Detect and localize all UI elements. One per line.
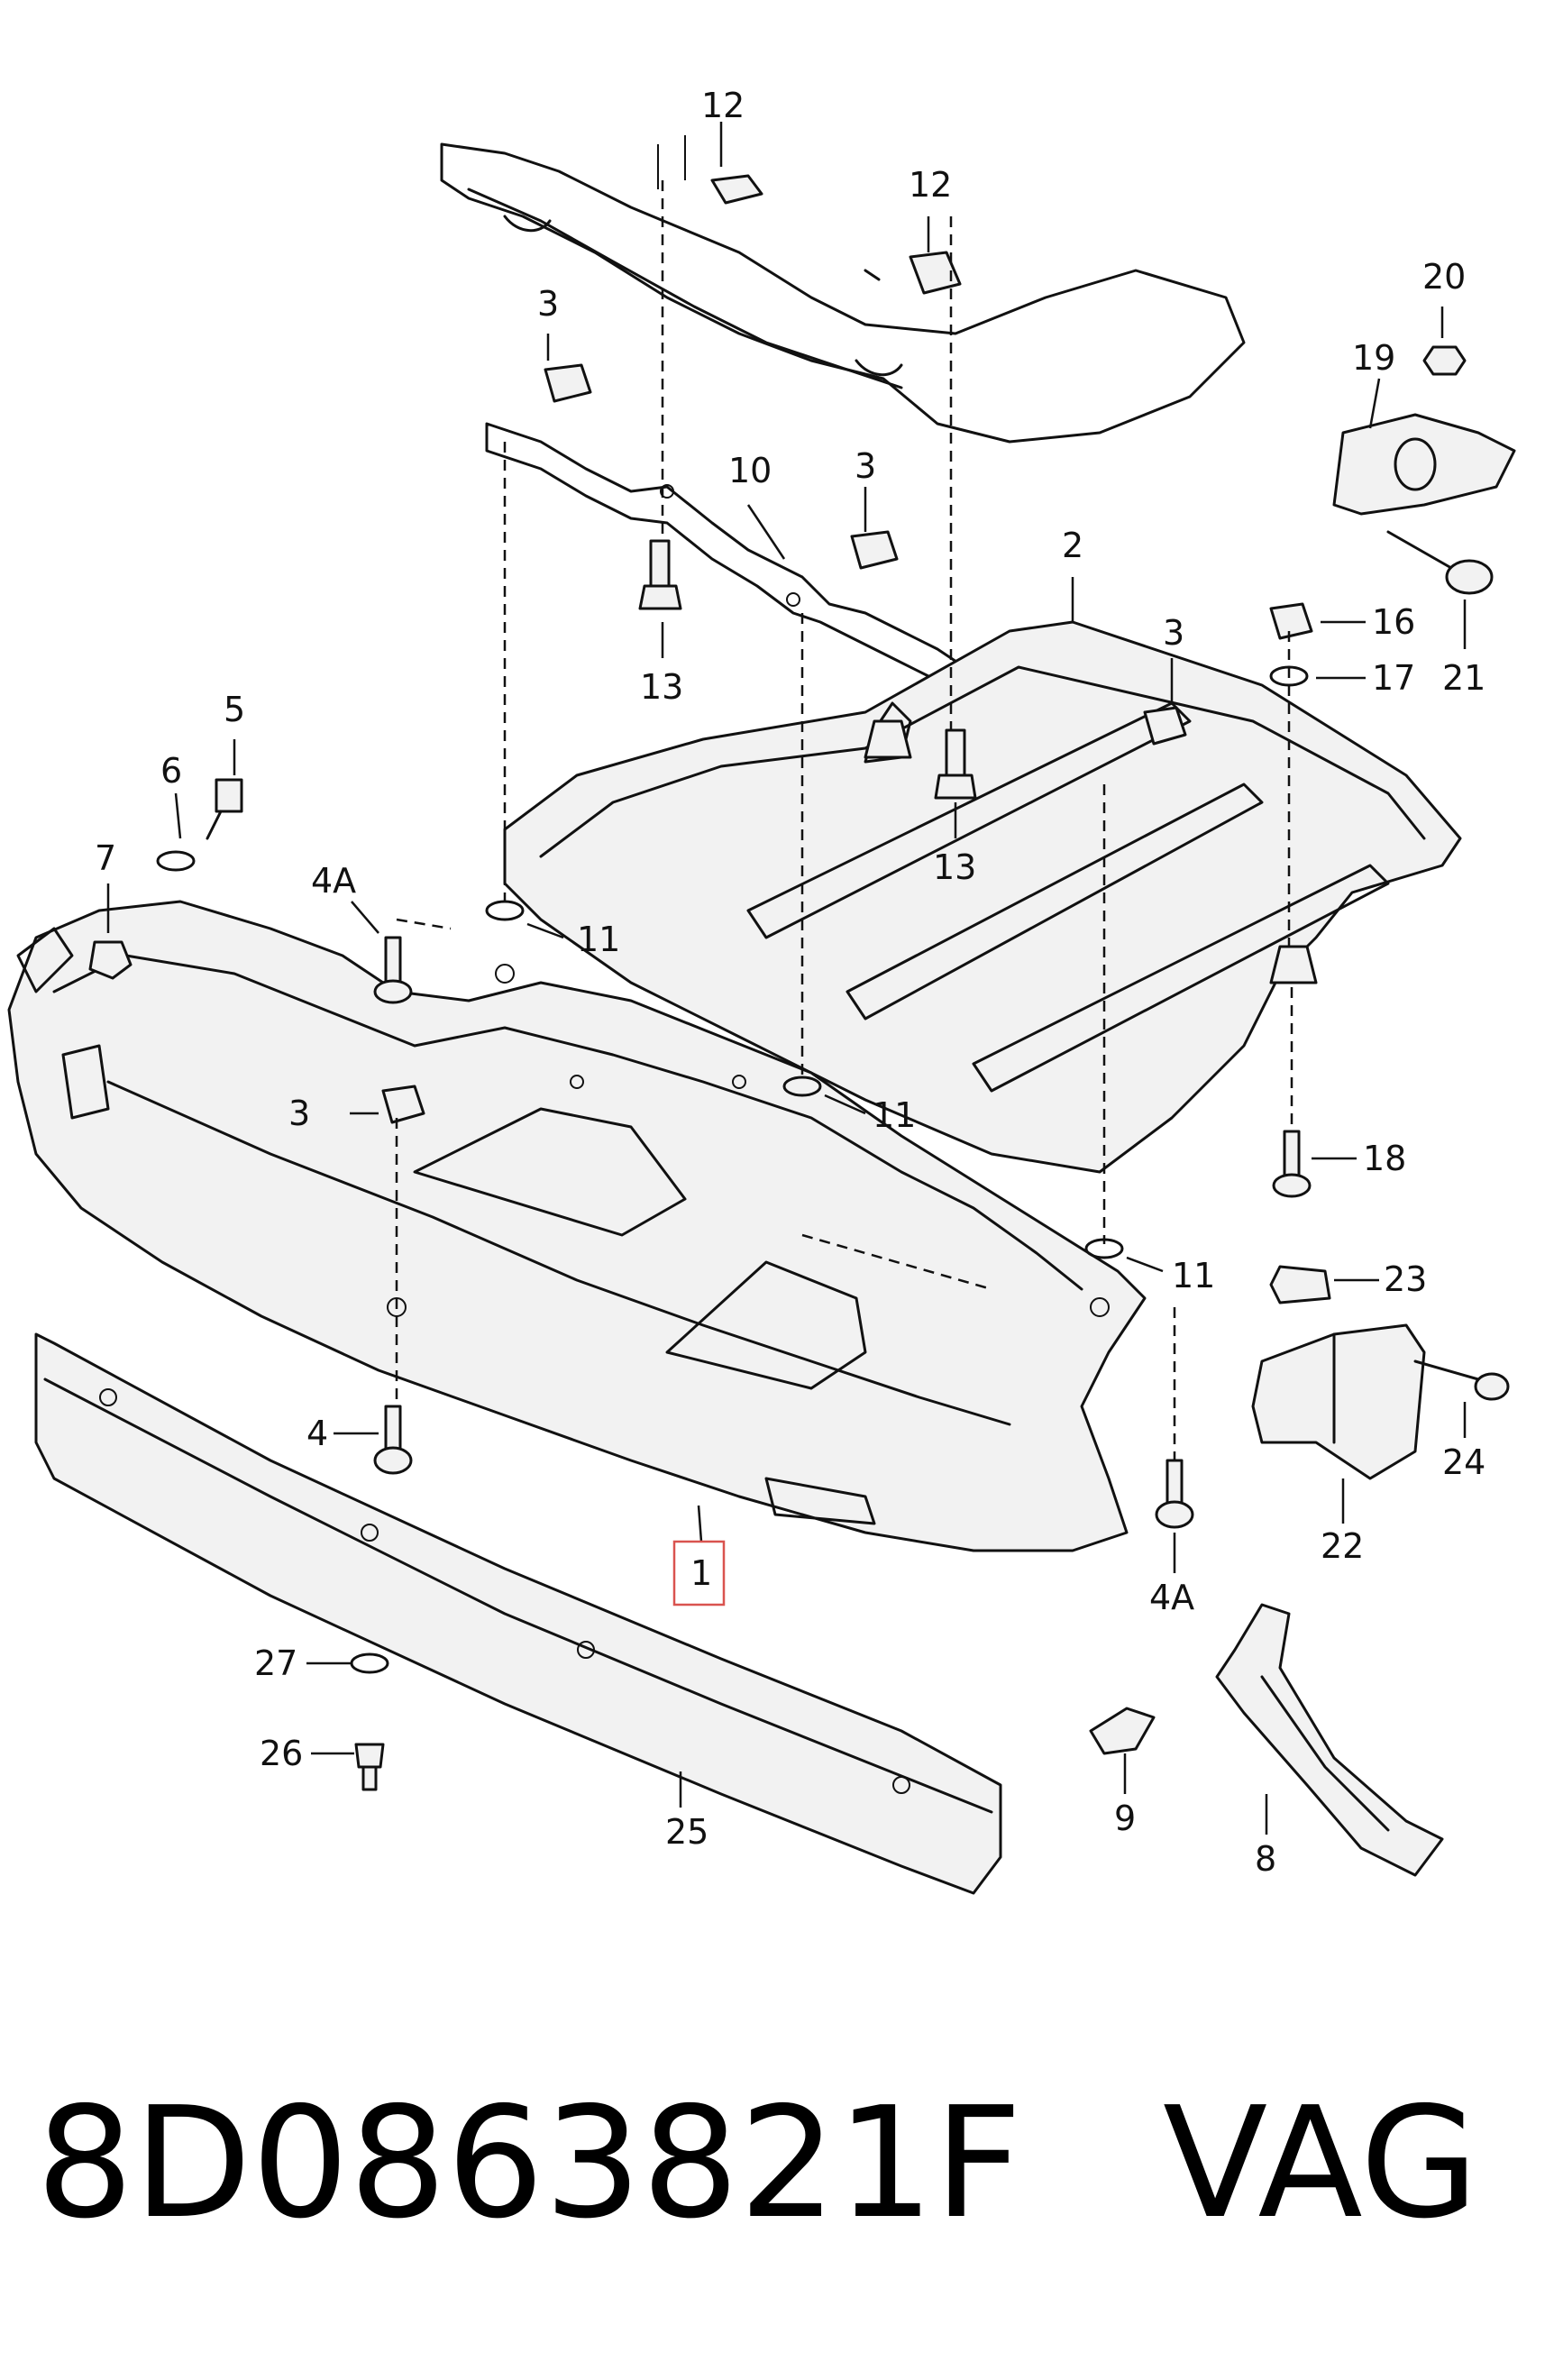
callout-labels: 12 12 20 19 3 10 3 2 3 16 17 21 13 13 5 … (95, 86, 1485, 1879)
callout-11-first: 11 (577, 920, 620, 959)
callout-7: 7 (95, 838, 116, 878)
callout-3-bottom: 3 (288, 1094, 310, 1133)
callout-13-right: 13 (933, 847, 976, 887)
callout-5: 5 (224, 690, 245, 729)
callout-18: 18 (1363, 1139, 1406, 1178)
callout-9: 9 (1114, 1799, 1136, 1838)
callout-21: 21 (1442, 658, 1485, 698)
callout-4A-bottom: 4A (1149, 1578, 1194, 1617)
callout-13-left: 13 (640, 667, 683, 707)
callout-4A-top: 4A (311, 861, 356, 901)
fasteners (88, 174, 1510, 1791)
callout-3-mid: 3 (855, 446, 876, 486)
leader-lines (106, 122, 1467, 1835)
callout-3-right: 3 (1163, 613, 1184, 653)
callout-20: 20 (1422, 257, 1466, 297)
callout-25: 25 (665, 1812, 708, 1852)
callout-17: 17 (1372, 658, 1415, 698)
callout-23: 23 (1384, 1259, 1427, 1299)
side-trim-8 (1215, 1603, 1444, 1877)
bracket-22 (1251, 1323, 1426, 1480)
callout-24: 24 (1442, 1442, 1485, 1482)
callout-26: 26 (260, 1734, 303, 1773)
callout-22: 22 (1321, 1526, 1364, 1566)
highlight-box (672, 1540, 726, 1606)
callout-19: 19 (1352, 338, 1395, 378)
callout-1: 1 (690, 1553, 712, 1593)
assembly-lines (395, 180, 1293, 1460)
part-number: 8D0863821F (36, 2074, 1022, 2253)
callout-8: 8 (1255, 1839, 1276, 1879)
callout-11-second: 11 (873, 1095, 916, 1135)
callout-16: 16 (1372, 602, 1415, 642)
callout-11-third: 11 (1172, 1256, 1215, 1295)
callout-27: 27 (254, 1643, 297, 1683)
brand-name: VAG (1163, 2074, 1479, 2253)
underbody-panel-1 (7, 900, 1147, 1552)
callout-6: 6 (160, 751, 182, 791)
subframe-crossmember (440, 135, 1246, 444)
footer: 8D0863821F VAG (0, 2073, 1554, 2254)
bumper-strip-25 (34, 1332, 1002, 1895)
callout-4: 4 (306, 1414, 328, 1453)
callout-12-second: 12 (909, 165, 952, 205)
rear-panel-2 (503, 269, 1462, 1174)
callout-3-top: 3 (537, 284, 559, 324)
callout-10: 10 (728, 451, 772, 490)
callout-2: 2 (1062, 526, 1083, 565)
callout-12-top: 12 (701, 86, 745, 125)
bracket-19 (1332, 413, 1516, 516)
